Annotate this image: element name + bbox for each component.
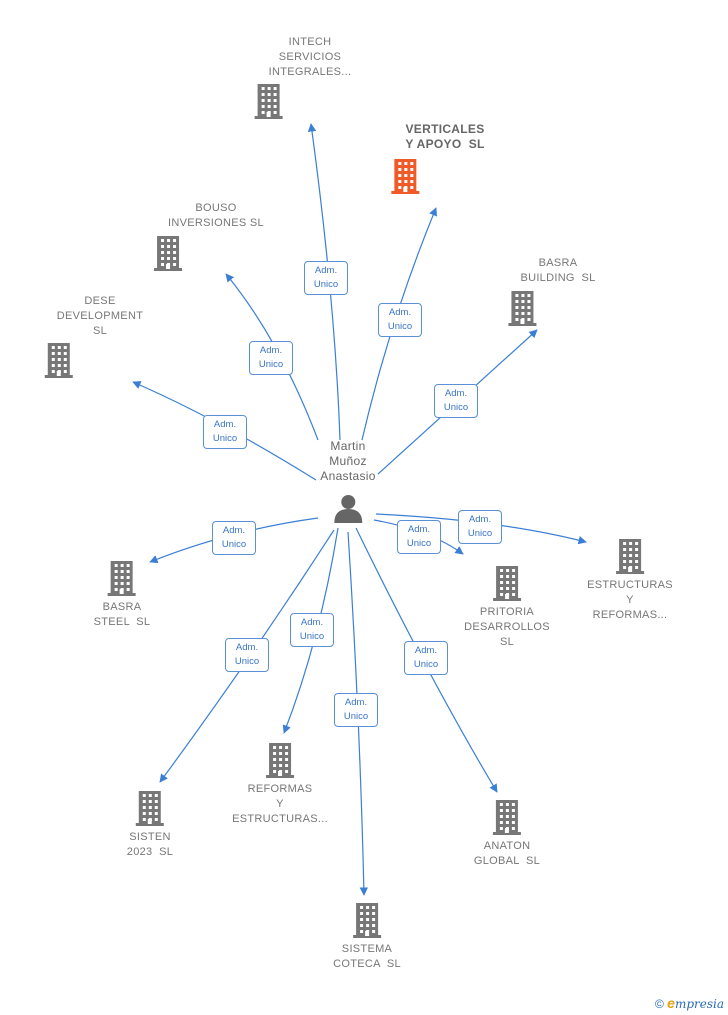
building-icon xyxy=(391,159,420,194)
building-icon xyxy=(493,800,521,835)
brand-logo-text: mpresia xyxy=(674,997,724,1011)
role-label-basra-building[interactable]: Adm.Unico xyxy=(434,384,478,418)
center-person[interactable]: Martin Muñoz Anastasio xyxy=(320,439,375,524)
role-label-pritoria[interactable]: Adm.Unico xyxy=(397,520,441,554)
role-label-estructuras-reformas[interactable]: Adm.Unico xyxy=(458,510,502,544)
building-icon xyxy=(492,566,521,601)
role-label-anaton[interactable]: Adm.Unico xyxy=(404,641,448,675)
role-label-intech[interactable]: Adm.Unico xyxy=(304,261,348,295)
building-icon xyxy=(44,343,73,378)
role-label-reformas-estructuras[interactable]: Adm.Unico xyxy=(290,613,334,647)
copyright-icon: © xyxy=(654,997,664,1011)
brand-logo-initial: e xyxy=(667,995,675,1011)
role-label-sisten[interactable]: Adm.Unico xyxy=(225,638,269,672)
building-icon xyxy=(266,743,294,778)
building-icon xyxy=(508,291,537,326)
role-label-sistema[interactable]: Adm.Unico xyxy=(334,693,378,727)
building-icon xyxy=(108,561,136,596)
building-icon xyxy=(154,236,183,271)
role-label-verticales[interactable]: Adm.Unico xyxy=(378,303,422,337)
footer-brand: © empresia xyxy=(655,995,724,1011)
role-label-dese[interactable]: Adm.Unico xyxy=(203,415,247,449)
role-label-basra-steel[interactable]: Adm.Unico xyxy=(212,521,256,555)
person-name: Martin Muñoz Anastasio xyxy=(320,439,376,483)
person-icon xyxy=(334,495,362,523)
building-icon xyxy=(352,903,381,938)
role-label-bouso[interactable]: Adm.Unico xyxy=(249,341,293,375)
building-icon xyxy=(616,539,644,574)
building-icon xyxy=(254,84,283,119)
building-icon xyxy=(136,791,164,826)
